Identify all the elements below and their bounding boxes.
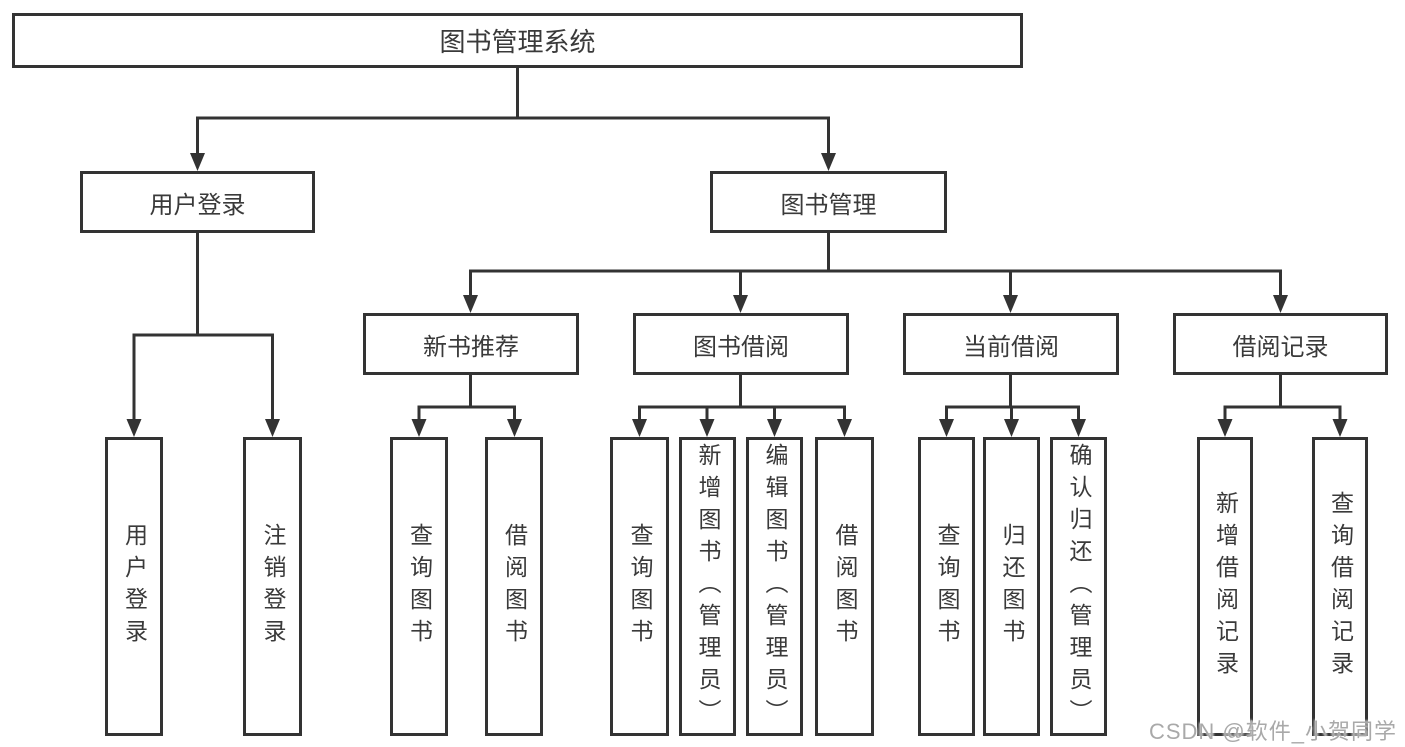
node-box-leaf-query-book-1: 查询图书 (390, 437, 448, 736)
node-box-leaf-add-book: 新增图书（管理员） (679, 437, 736, 736)
arrow-down-marker (463, 295, 478, 313)
node-box-leaf-query-book-2: 查询图书 (610, 437, 669, 736)
node-label-leaf-borrow-book-1: 借阅图书 (501, 522, 528, 651)
node-box-book-mgmt-branch: 图书管理 (710, 171, 947, 233)
arrow-down-marker (1003, 295, 1018, 313)
node-label-book-mgmt-branch: 图书管理 (780, 191, 877, 219)
node-label-user-login-branch: 用户登录 (149, 191, 246, 219)
node-label-leaf-query-book-1: 查询图书 (406, 522, 433, 651)
node-label-leaf-query-record: 查询借阅记录 (1327, 490, 1354, 683)
node-label-leaf-logout: 注销登录 (260, 522, 286, 651)
connector-current-borrow (939, 375, 1086, 437)
node-label-leaf-return-book: 归还图书 (999, 522, 1025, 651)
node-label-root: 图书管理系统 (439, 27, 596, 57)
arrow-down-marker (1217, 419, 1233, 437)
arrow-down-marker (767, 419, 782, 437)
arrow-down-marker (821, 153, 836, 171)
arrow-down-marker (733, 295, 748, 313)
arrow-down-marker (507, 419, 522, 437)
node-label-leaf-query-book-3: 查询图书 (934, 522, 960, 651)
arrow-down-marker (1004, 419, 1019, 437)
node-box-leaf-query-record: 查询借阅记录 (1312, 437, 1368, 736)
node-box-book-borrow: 图书借阅 (633, 313, 849, 375)
node-label-leaf-add-book: 新增图书（管理员） (695, 442, 721, 731)
node-box-leaf-confirm-return: 确认归还（管理员） (1050, 437, 1107, 736)
connector-book-borrow (632, 375, 852, 437)
arrow-down-marker (411, 419, 427, 437)
node-label-current-borrow: 当前借阅 (963, 333, 1059, 361)
node-box-leaf-query-book-3: 查询图书 (918, 437, 975, 736)
node-box-user-login-branch: 用户登录 (80, 171, 315, 233)
node-label-new-book-rec: 新书推荐 (423, 333, 519, 361)
connector-new-book-rec (411, 375, 522, 437)
node-label-borrow-records: 借阅记录 (1232, 333, 1329, 361)
connector-root (190, 68, 836, 171)
arrow-down-marker (939, 419, 954, 437)
arrow-down-marker (837, 419, 852, 437)
node-box-leaf-borrow-book-1: 借阅图书 (485, 437, 543, 736)
node-box-new-book-rec: 新书推荐 (363, 313, 579, 375)
node-box-leaf-add-record: 新增借阅记录 (1197, 437, 1253, 736)
node-box-leaf-return-book: 归还图书 (983, 437, 1040, 736)
arrow-down-marker (126, 419, 142, 437)
node-label-book-borrow: 图书借阅 (693, 333, 789, 361)
arrow-down-marker (190, 153, 205, 171)
connector-user-login (126, 233, 280, 437)
node-box-current-borrow: 当前借阅 (903, 313, 1119, 375)
connector-borrow-records (1217, 375, 1348, 437)
arrow-down-marker (1071, 419, 1086, 437)
node-label-leaf-query-book-2: 查询图书 (627, 522, 653, 651)
node-label-leaf-add-record: 新增借阅记录 (1212, 490, 1239, 683)
node-label-leaf-edit-book: 编辑图书（管理员） (762, 442, 788, 731)
node-box-leaf-borrow-book-2: 借阅图书 (815, 437, 874, 736)
arrow-down-marker (1273, 295, 1288, 313)
arrow-down-marker (699, 419, 715, 437)
node-box-leaf-edit-book: 编辑图书（管理员） (746, 437, 803, 736)
node-box-root: 图书管理系统 (12, 13, 1023, 68)
arrow-down-marker (265, 419, 280, 437)
node-box-borrow-records: 借阅记录 (1173, 313, 1388, 375)
node-box-leaf-logout: 注销登录 (243, 437, 302, 736)
node-label-leaf-borrow-book-2: 借阅图书 (832, 522, 858, 651)
connector-book-mgmt (463, 233, 1288, 313)
csdn-watermark: CSDN @软件_小贺同学 (1148, 719, 1397, 744)
node-label-leaf-user-login: 用户登录 (121, 522, 148, 651)
arrow-down-marker (1332, 419, 1348, 437)
node-box-leaf-user-login: 用户登录 (105, 437, 163, 736)
node-label-leaf-confirm-return: 确认归还（管理员） (1066, 442, 1092, 731)
arrow-down-marker (632, 419, 647, 437)
